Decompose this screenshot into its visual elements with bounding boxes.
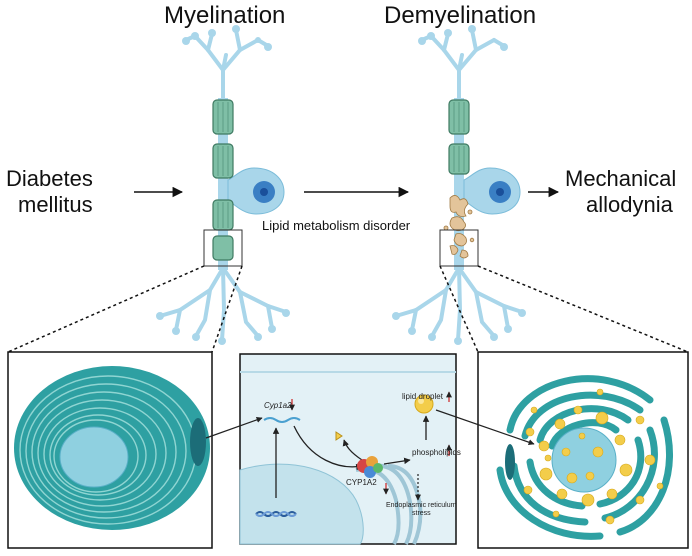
lipid-droplet-label: lipid droplet [402, 392, 443, 401]
zoom-lines [7, 265, 689, 353]
mechanical-label-line2: allodynia [586, 192, 673, 217]
myelinated-neuron [156, 25, 290, 345]
damaged-myelin [443, 195, 475, 259]
myelination-title: Myelination [164, 2, 286, 29]
lipid-disorder-label: Lipid metabolism disorder [262, 218, 411, 233]
demyelinated-neuron [392, 25, 526, 345]
lipid-droplets [523, 388, 664, 525]
phospholipids-label: phospholipids [412, 448, 461, 457]
er-stress-label-line2: stress [412, 510, 431, 517]
cyp1a2-protein [357, 456, 383, 478]
gene-label: Cyp1a2 [264, 401, 292, 410]
zoom-box-left [203, 229, 243, 267]
diabetes-label-line1: Diabetes [6, 166, 93, 191]
arrow-panel2-to-panel3 [435, 409, 535, 446]
arrow-panel1-to-panel2 [205, 416, 263, 439]
mechanical-label-line1: Mechanical [565, 166, 677, 191]
er-stress-label-line1: Endoplasmic reticulum [386, 502, 457, 509]
zoom-box-right [439, 229, 479, 267]
panel-healthy-myelin [7, 351, 213, 549]
demyelination-title: Demyelination [384, 2, 537, 29]
diabetes-label-line2: mellitus [18, 192, 93, 217]
protein-label: CYP1A2 [346, 478, 377, 487]
panel-mechanism [239, 353, 457, 545]
panel-disrupted-myelin [477, 351, 689, 549]
